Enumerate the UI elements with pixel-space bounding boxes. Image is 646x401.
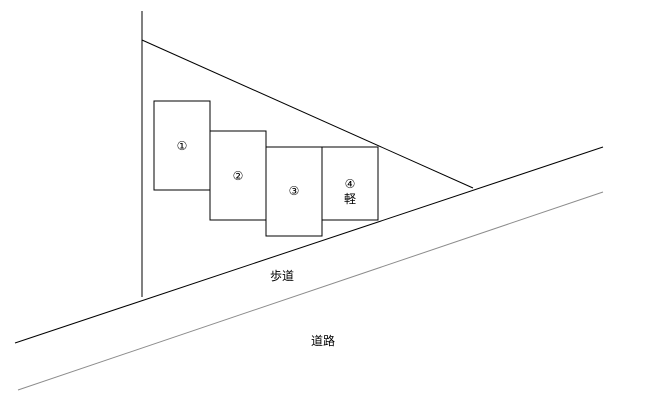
- parking-space-4: ④ 軽: [321, 146, 379, 221]
- parking-space-4-outline: [321, 146, 379, 221]
- parking-space-1-outline: [153, 100, 211, 191]
- road-far-edge: [17, 191, 604, 391]
- road-label: 道路: [311, 333, 335, 348]
- parking-space-1-number: ①: [177, 139, 188, 153]
- parking-space-3: ③: [265, 146, 323, 237]
- parking-space-2-number: ②: [233, 169, 244, 183]
- parking-space-3-outline: [265, 146, 323, 237]
- parking-space-1: ①: [153, 100, 211, 191]
- parking-space-4-kei-label: 軽: [344, 192, 356, 206]
- road-near-edge: [14, 146, 604, 344]
- sidewalk-label: 歩道: [270, 268, 294, 283]
- property-north-boundary: [141, 39, 474, 189]
- parking-space-3-number: ③: [289, 184, 300, 198]
- parking-space-4-number: ④: [345, 177, 356, 191]
- parking-space-2-outline: [209, 130, 267, 221]
- parking-space-2: ②: [209, 130, 267, 221]
